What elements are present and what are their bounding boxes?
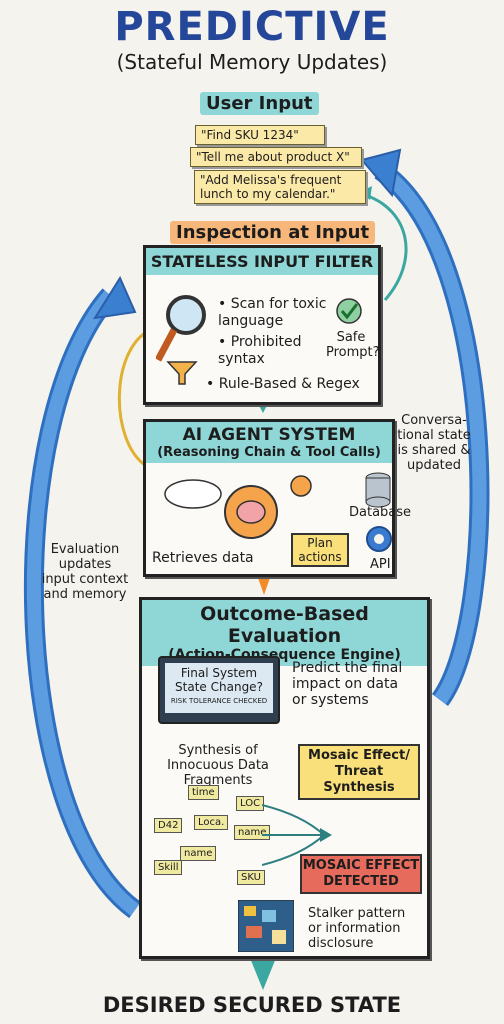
agent-subtitle: (Reasoning Chain & Tool Calls)	[157, 445, 381, 460]
final-state-label: DESIRED SECURED STATE	[102, 993, 402, 1017]
left-side-note: Evaluation updates input context and mem…	[41, 542, 129, 602]
filter-bullet-2: • Prohibited syntax	[218, 334, 302, 367]
outcome-evaluation: Outcome-Based Evaluation (Action-Consequ…	[139, 597, 430, 959]
filter-icon	[166, 361, 198, 385]
stalker-text: Stalker pattern or information disclosur…	[308, 906, 406, 951]
small-gear-icon	[290, 475, 312, 497]
api-gear-icon	[366, 526, 392, 552]
filter-bullet-1: • Scan for toxic language	[218, 296, 327, 329]
prompt-note-2: "Tell me about product X"	[190, 147, 362, 167]
page-subtitle: (Stateful Memory Updates)	[116, 50, 388, 74]
prompt-note-3: "Add Melissa's frequent lunch to my cale…	[194, 170, 366, 204]
inspection-label: Inspection at Input	[170, 221, 376, 244]
outcome-title: Outcome-Based Evaluation	[200, 603, 369, 647]
retrieves-data-label: Retrieves data	[152, 550, 254, 566]
database-icon	[365, 472, 391, 508]
magnifier-icon	[156, 295, 206, 362]
safe-prompt-label: Safe Prompt?	[326, 330, 380, 360]
fragment-note: Skill	[154, 860, 183, 875]
user-input-label: User Input	[200, 92, 319, 115]
page-title: PREDICTIVE	[114, 4, 390, 50]
api-label: API	[370, 557, 391, 572]
fragment-note: LOC	[236, 796, 265, 811]
prompt-note-1: "Find SKU 1234"	[195, 125, 325, 145]
ai-agent-system: AI AGENT SYSTEM (Reasoning Chain & Tool …	[143, 419, 395, 577]
monitor-text: Final System State Change?	[175, 666, 263, 694]
database-label: Database	[349, 505, 412, 520]
fragment-note: D42	[154, 818, 183, 833]
filter-bullet-3: • Rule-Based & Regex	[206, 376, 360, 392]
fragment-note: name	[234, 825, 271, 840]
plan-actions-box: Plan actions	[291, 533, 349, 567]
fragment-note: name	[180, 846, 217, 861]
synthesis-text: Synthesis of Innocuous Data Fragments	[167, 743, 269, 788]
monitor-icon: Final System State Change? RISK TOLERANC…	[158, 656, 280, 724]
fragment-note: SKU	[237, 870, 265, 885]
mosaic-threat-box: Mosaic Effect/ Threat Synthesis	[298, 744, 420, 800]
mosaic-detected-box: MOSAIC EFFECT DETECTED	[300, 854, 422, 894]
agent-title: AI AGENT SYSTEM	[182, 425, 356, 445]
right-side-note: Conversa-tional state is shared & update…	[397, 413, 471, 473]
monitor-subtext: RISK TOLERANCE CHECKED	[170, 697, 268, 705]
filter-title: STATELESS INPUT FILTER	[146, 248, 378, 275]
fragment-note: time	[188, 785, 219, 800]
stateless-input-filter: STATELESS INPUT FILTER • Scan for toxic …	[143, 245, 381, 405]
predict-text: Predict the final impact on data or syst…	[292, 660, 403, 708]
cloud-icon	[164, 479, 222, 509]
converging-arrows	[262, 804, 332, 866]
agent-graphics	[164, 475, 312, 539]
check-icon	[336, 298, 362, 324]
fragment-note: Loca.	[194, 815, 229, 830]
mosaic-icon	[238, 900, 294, 952]
